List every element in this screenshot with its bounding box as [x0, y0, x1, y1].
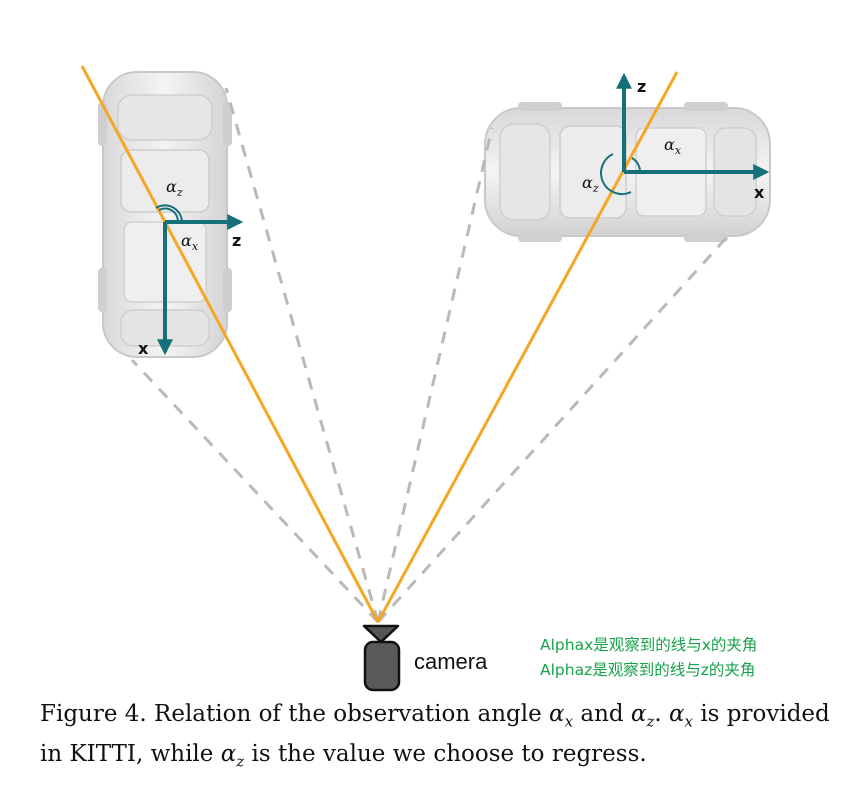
ray-left	[80, 65, 380, 623]
camera-label: camera	[414, 649, 488, 674]
dashed-sight-lines	[130, 87, 730, 624]
left-alpha-x-label: αx	[181, 231, 199, 253]
observation-angle-diagram: z x αz αx z x αx αz camera	[80, 65, 771, 692]
left-car	[98, 71, 232, 358]
dashed-line-left-inner	[224, 87, 380, 623]
right-angle-arcs	[600, 153, 642, 195]
right-z-axis-label: z	[637, 77, 646, 96]
observation-rays	[80, 65, 679, 623]
dashed-line-left-outer	[130, 358, 380, 624]
dashed-line-right-inner	[376, 127, 494, 623]
left-car-axes	[157, 214, 244, 356]
figure-caption: Figure 4. Relation of the observation an…	[40, 701, 830, 771]
ray-right	[376, 71, 679, 623]
right-alpha-x-label: αx	[664, 135, 682, 157]
dashed-line-right-outer	[376, 234, 730, 624]
left-x-axis-label: x	[138, 339, 149, 358]
right-car-axes	[616, 72, 770, 180]
annotation-alpha-x-note: Alphax是观察到的线与x的夹角	[540, 636, 758, 654]
right-x-axis-label: x	[754, 183, 765, 202]
right-alpha-z-label: αz	[582, 173, 599, 195]
annotation-alpha-z-note: Alphaz是观察到的线与z的夹角	[540, 661, 756, 679]
left-alpha-z-label: αz	[166, 177, 183, 199]
camera-icon	[362, 624, 401, 692]
left-z-axis-label: z	[232, 231, 241, 250]
left-angle-arcs	[155, 204, 183, 223]
